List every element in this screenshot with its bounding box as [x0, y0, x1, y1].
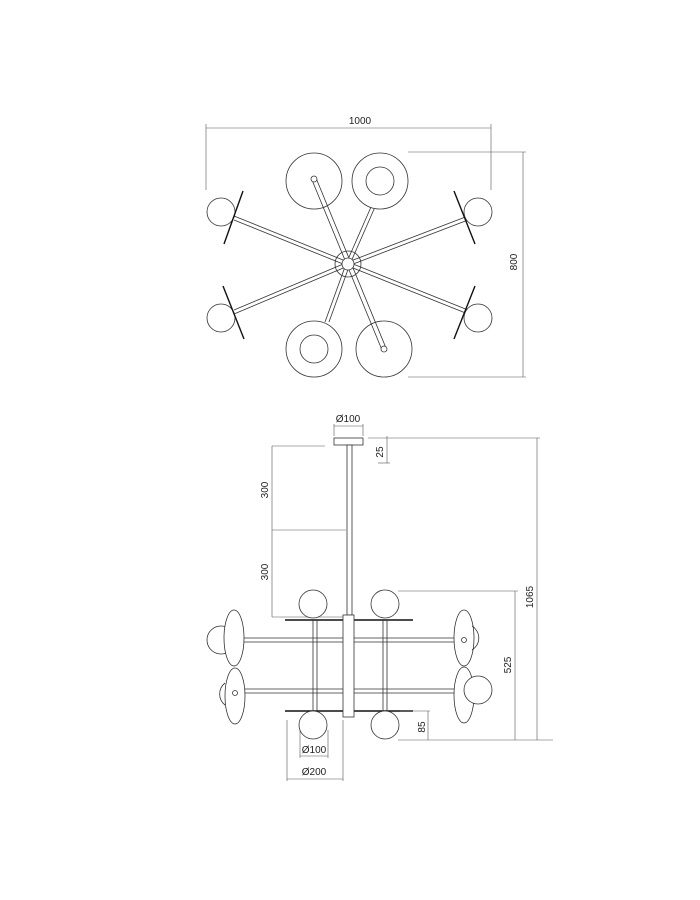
globe-diameter-dimension: Ø100 [299, 730, 329, 758]
globe-drop-dimension: 85 [400, 710, 430, 740]
disc-diameter-label: Ø200 [302, 767, 327, 778]
canopy-diameter-label: Ø100 [336, 414, 361, 425]
width-dimension: 1000 [205, 116, 492, 190]
body-height-label: 525 [503, 656, 514, 673]
frame [233, 614, 465, 718]
suspension-rod [346, 444, 353, 616]
central-body [342, 614, 355, 718]
canopy-height-dimension: 25 [368, 436, 540, 464]
canopy [333, 437, 364, 446]
total-height-label: 1065 [525, 585, 536, 608]
disc-diameter-dimension: Ø200 [286, 720, 344, 781]
center-hub [334, 250, 362, 278]
rod-dimensions: 300 300 [260, 445, 346, 618]
discs [285, 152, 413, 378]
rod-segment-2-label: 300 [260, 563, 271, 580]
canopy-diameter-dimension: Ø100 [333, 414, 364, 436]
total-height-dimension: 1065 [398, 438, 553, 741]
side-view: Ø100 25 300 300 [206, 414, 553, 781]
body-height-dimension: 525 [398, 590, 518, 740]
side-globes [206, 589, 493, 740]
rod-segment-1-label: 300 [260, 481, 271, 498]
width-label: 1000 [349, 116, 372, 127]
globes [206, 190, 493, 340]
depth-dimension: 800 [408, 151, 526, 378]
canopy-height-label: 25 [375, 446, 386, 458]
globe-drop-label: 85 [417, 721, 428, 733]
depth-label: 800 [509, 253, 520, 270]
arms [233, 177, 469, 351]
top-view: 1000 800 [205, 116, 526, 378]
globe-diameter-label: Ø100 [302, 745, 327, 756]
